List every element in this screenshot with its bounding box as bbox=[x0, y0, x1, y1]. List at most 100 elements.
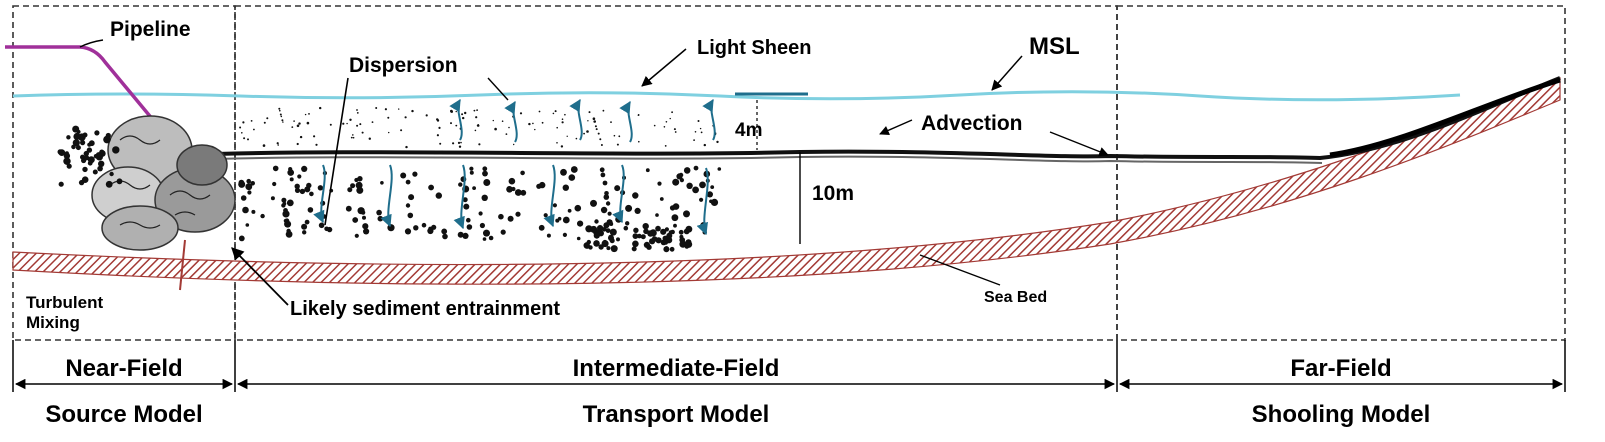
coarse-droplet bbox=[442, 233, 448, 240]
coarse-droplet bbox=[400, 172, 407, 179]
coarse-droplet bbox=[609, 222, 614, 226]
fine-droplet bbox=[352, 134, 354, 136]
fine-droplet bbox=[653, 124, 656, 127]
shore-slick bbox=[1329, 77, 1561, 158]
fine-droplet bbox=[669, 117, 671, 120]
fine-droplet bbox=[313, 135, 316, 138]
coarse-droplet bbox=[463, 203, 470, 210]
coarse-droplet bbox=[317, 185, 324, 191]
fine-droplet bbox=[460, 141, 462, 144]
fine-droplet bbox=[602, 109, 605, 112]
fine-droplet bbox=[494, 127, 497, 131]
fine-droplet bbox=[411, 109, 414, 113]
source-droplet bbox=[76, 129, 81, 134]
source-droplet bbox=[72, 139, 80, 147]
fine-droplet bbox=[700, 131, 703, 134]
fine-droplet bbox=[356, 124, 359, 127]
fine-droplet bbox=[243, 137, 246, 140]
coarse-droplet bbox=[710, 185, 715, 190]
source-droplet bbox=[82, 166, 88, 173]
dispersion-label: Dispersion bbox=[349, 54, 458, 77]
fine-droplet bbox=[561, 121, 564, 124]
coarse-droplet bbox=[350, 183, 356, 189]
dispersion-leader-2 bbox=[487, 77, 509, 101]
fine-droplet bbox=[600, 144, 603, 146]
fine-droplet bbox=[319, 106, 322, 110]
coarse-droplet bbox=[405, 179, 411, 185]
fine-droplet bbox=[508, 126, 510, 129]
sediment-droplet bbox=[606, 246, 611, 251]
coarse-droplet bbox=[632, 192, 639, 199]
sediment-arrow bbox=[231, 247, 289, 306]
msl-arrow bbox=[991, 55, 1023, 91]
fine-droplet bbox=[308, 113, 310, 115]
fine-droplet bbox=[593, 120, 596, 123]
fine-droplet bbox=[384, 108, 387, 111]
coarse-droplet bbox=[717, 167, 722, 171]
fine-droplet bbox=[450, 109, 453, 113]
fine-droplet bbox=[664, 145, 667, 147]
fine-droplet bbox=[538, 110, 541, 113]
coarse-droplet bbox=[318, 222, 325, 229]
coarse-droplet bbox=[600, 206, 608, 214]
sediment-droplet bbox=[683, 228, 690, 235]
coarse-droplet bbox=[555, 218, 560, 223]
coarse-droplet bbox=[284, 220, 292, 228]
sediment-droplet bbox=[608, 234, 614, 240]
fine-droplet bbox=[387, 116, 390, 119]
fine-droplet bbox=[501, 120, 504, 122]
coarse-droplet bbox=[483, 229, 490, 237]
fine-droplet bbox=[492, 119, 494, 122]
fine-droplet bbox=[438, 126, 441, 129]
coarse-droplet bbox=[671, 214, 679, 222]
coarse-droplet bbox=[462, 232, 469, 239]
fine-droplet bbox=[597, 132, 600, 135]
coarse-droplet bbox=[270, 196, 275, 201]
fine-droplet bbox=[241, 132, 243, 134]
coarse-droplet bbox=[362, 223, 369, 230]
fine-droplet bbox=[665, 121, 668, 123]
coarse-droplet bbox=[472, 186, 476, 191]
fine-droplet bbox=[575, 137, 578, 140]
coarse-droplet bbox=[479, 222, 485, 229]
fine-droplet bbox=[250, 120, 253, 122]
fine-droplet bbox=[556, 126, 558, 129]
coarse-droplet bbox=[357, 207, 365, 215]
intermediate-field-label: Intermediate-Field bbox=[573, 355, 780, 382]
fine-droplet bbox=[477, 124, 480, 127]
sediment-droplet bbox=[646, 244, 652, 250]
sediment-droplet bbox=[649, 238, 656, 245]
source-droplet bbox=[92, 169, 98, 175]
fine-droplet bbox=[388, 131, 390, 134]
source-droplet bbox=[66, 135, 71, 140]
coarse-droplet bbox=[672, 178, 680, 186]
source-droplet bbox=[116, 178, 123, 185]
coarse-droplet bbox=[297, 174, 302, 179]
fine-droplet bbox=[556, 142, 558, 144]
fine-droplet bbox=[586, 130, 589, 133]
fine-droplet bbox=[513, 143, 515, 146]
coarse-droplet bbox=[520, 189, 527, 196]
fine-droplet bbox=[638, 140, 640, 143]
fine-droplet bbox=[350, 136, 353, 139]
fine-droplet bbox=[595, 128, 598, 131]
sediment-droplet bbox=[637, 233, 642, 239]
fine-droplet bbox=[560, 145, 564, 148]
coarse-droplet bbox=[294, 183, 300, 189]
coarse-droplet bbox=[428, 184, 434, 191]
fine-droplet bbox=[404, 116, 407, 119]
source-model-label: Source Model bbox=[45, 401, 202, 428]
coarse-droplet bbox=[515, 211, 521, 217]
fine-droplet bbox=[528, 122, 531, 126]
coarse-droplet bbox=[520, 170, 525, 176]
coarse-droplet bbox=[482, 170, 488, 177]
sediment-droplet bbox=[584, 243, 590, 249]
pipeline-leader bbox=[79, 39, 104, 48]
coarse-droplet bbox=[574, 204, 582, 212]
fine-droplet bbox=[371, 121, 374, 123]
coarse-droplet bbox=[458, 182, 463, 187]
coarse-droplet bbox=[240, 195, 247, 201]
fine-droplet bbox=[375, 107, 378, 109]
coarse-droplet bbox=[285, 230, 293, 238]
